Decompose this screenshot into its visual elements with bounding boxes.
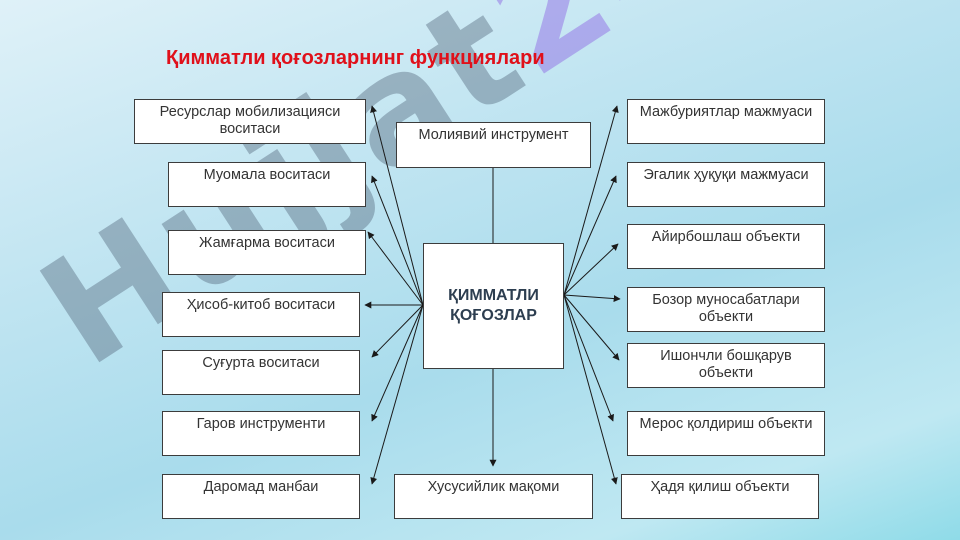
center-box: ҚИММАТЛИ ҚОҒОЗЛАР <box>423 243 564 369</box>
left-box-settlement: Ҳисоб-китоб воситаси <box>162 292 360 337</box>
right-box-gift: Ҳадя қилиш объекти <box>621 474 819 519</box>
top-box: Молиявий инструмент <box>396 122 591 168</box>
arrow-right-4 <box>563 294 621 303</box>
right-box-ownership: Эгалик ҳуқуқи мажмуаси <box>627 162 825 207</box>
arrow-right-6 <box>563 294 614 422</box>
arrow-right-7 <box>563 294 618 485</box>
right-box-market: Бозор муносабатлари объекти <box>627 287 825 332</box>
bottom-box: Хусусийлик мақоми <box>394 474 593 519</box>
arrow-left-7 <box>370 304 424 485</box>
left-box-circulation: Муомала воситаси <box>168 162 366 207</box>
arrow-group <box>364 105 621 485</box>
slide-title: Қимматли қоғозларнинг функциялари <box>166 47 545 69</box>
left-box-resources: Ресурслар мобилизацияси воситаси <box>134 99 366 144</box>
left-box-insurance: Суғурта воситаси <box>162 350 360 395</box>
right-box-obligations: Мажбуриятлар мажмуаси <box>627 99 825 144</box>
left-box-income: Даромад манбаи <box>162 474 360 519</box>
arrow-right-2 <box>563 175 617 296</box>
right-box-trust: Ишончли бошқарув объекти <box>627 343 825 388</box>
left-box-savings: Жамғарма воситаси <box>168 230 366 275</box>
arrow-left-6 <box>371 304 424 422</box>
arrow-left-2 <box>371 175 424 306</box>
arrow-left-1 <box>370 105 424 306</box>
arrow-right-5 <box>563 294 620 361</box>
right-box-inheritance: Мерос қолдириш объекти <box>627 411 825 456</box>
arrow-right-3 <box>563 243 619 296</box>
arrow-left-3 <box>367 231 424 306</box>
right-box-exchange: Айирбошлаш объекти <box>627 224 825 269</box>
left-box-collateral: Гаров инструменти <box>162 411 360 456</box>
arrow-right-1 <box>563 105 619 296</box>
arrow-left-5 <box>371 304 424 358</box>
